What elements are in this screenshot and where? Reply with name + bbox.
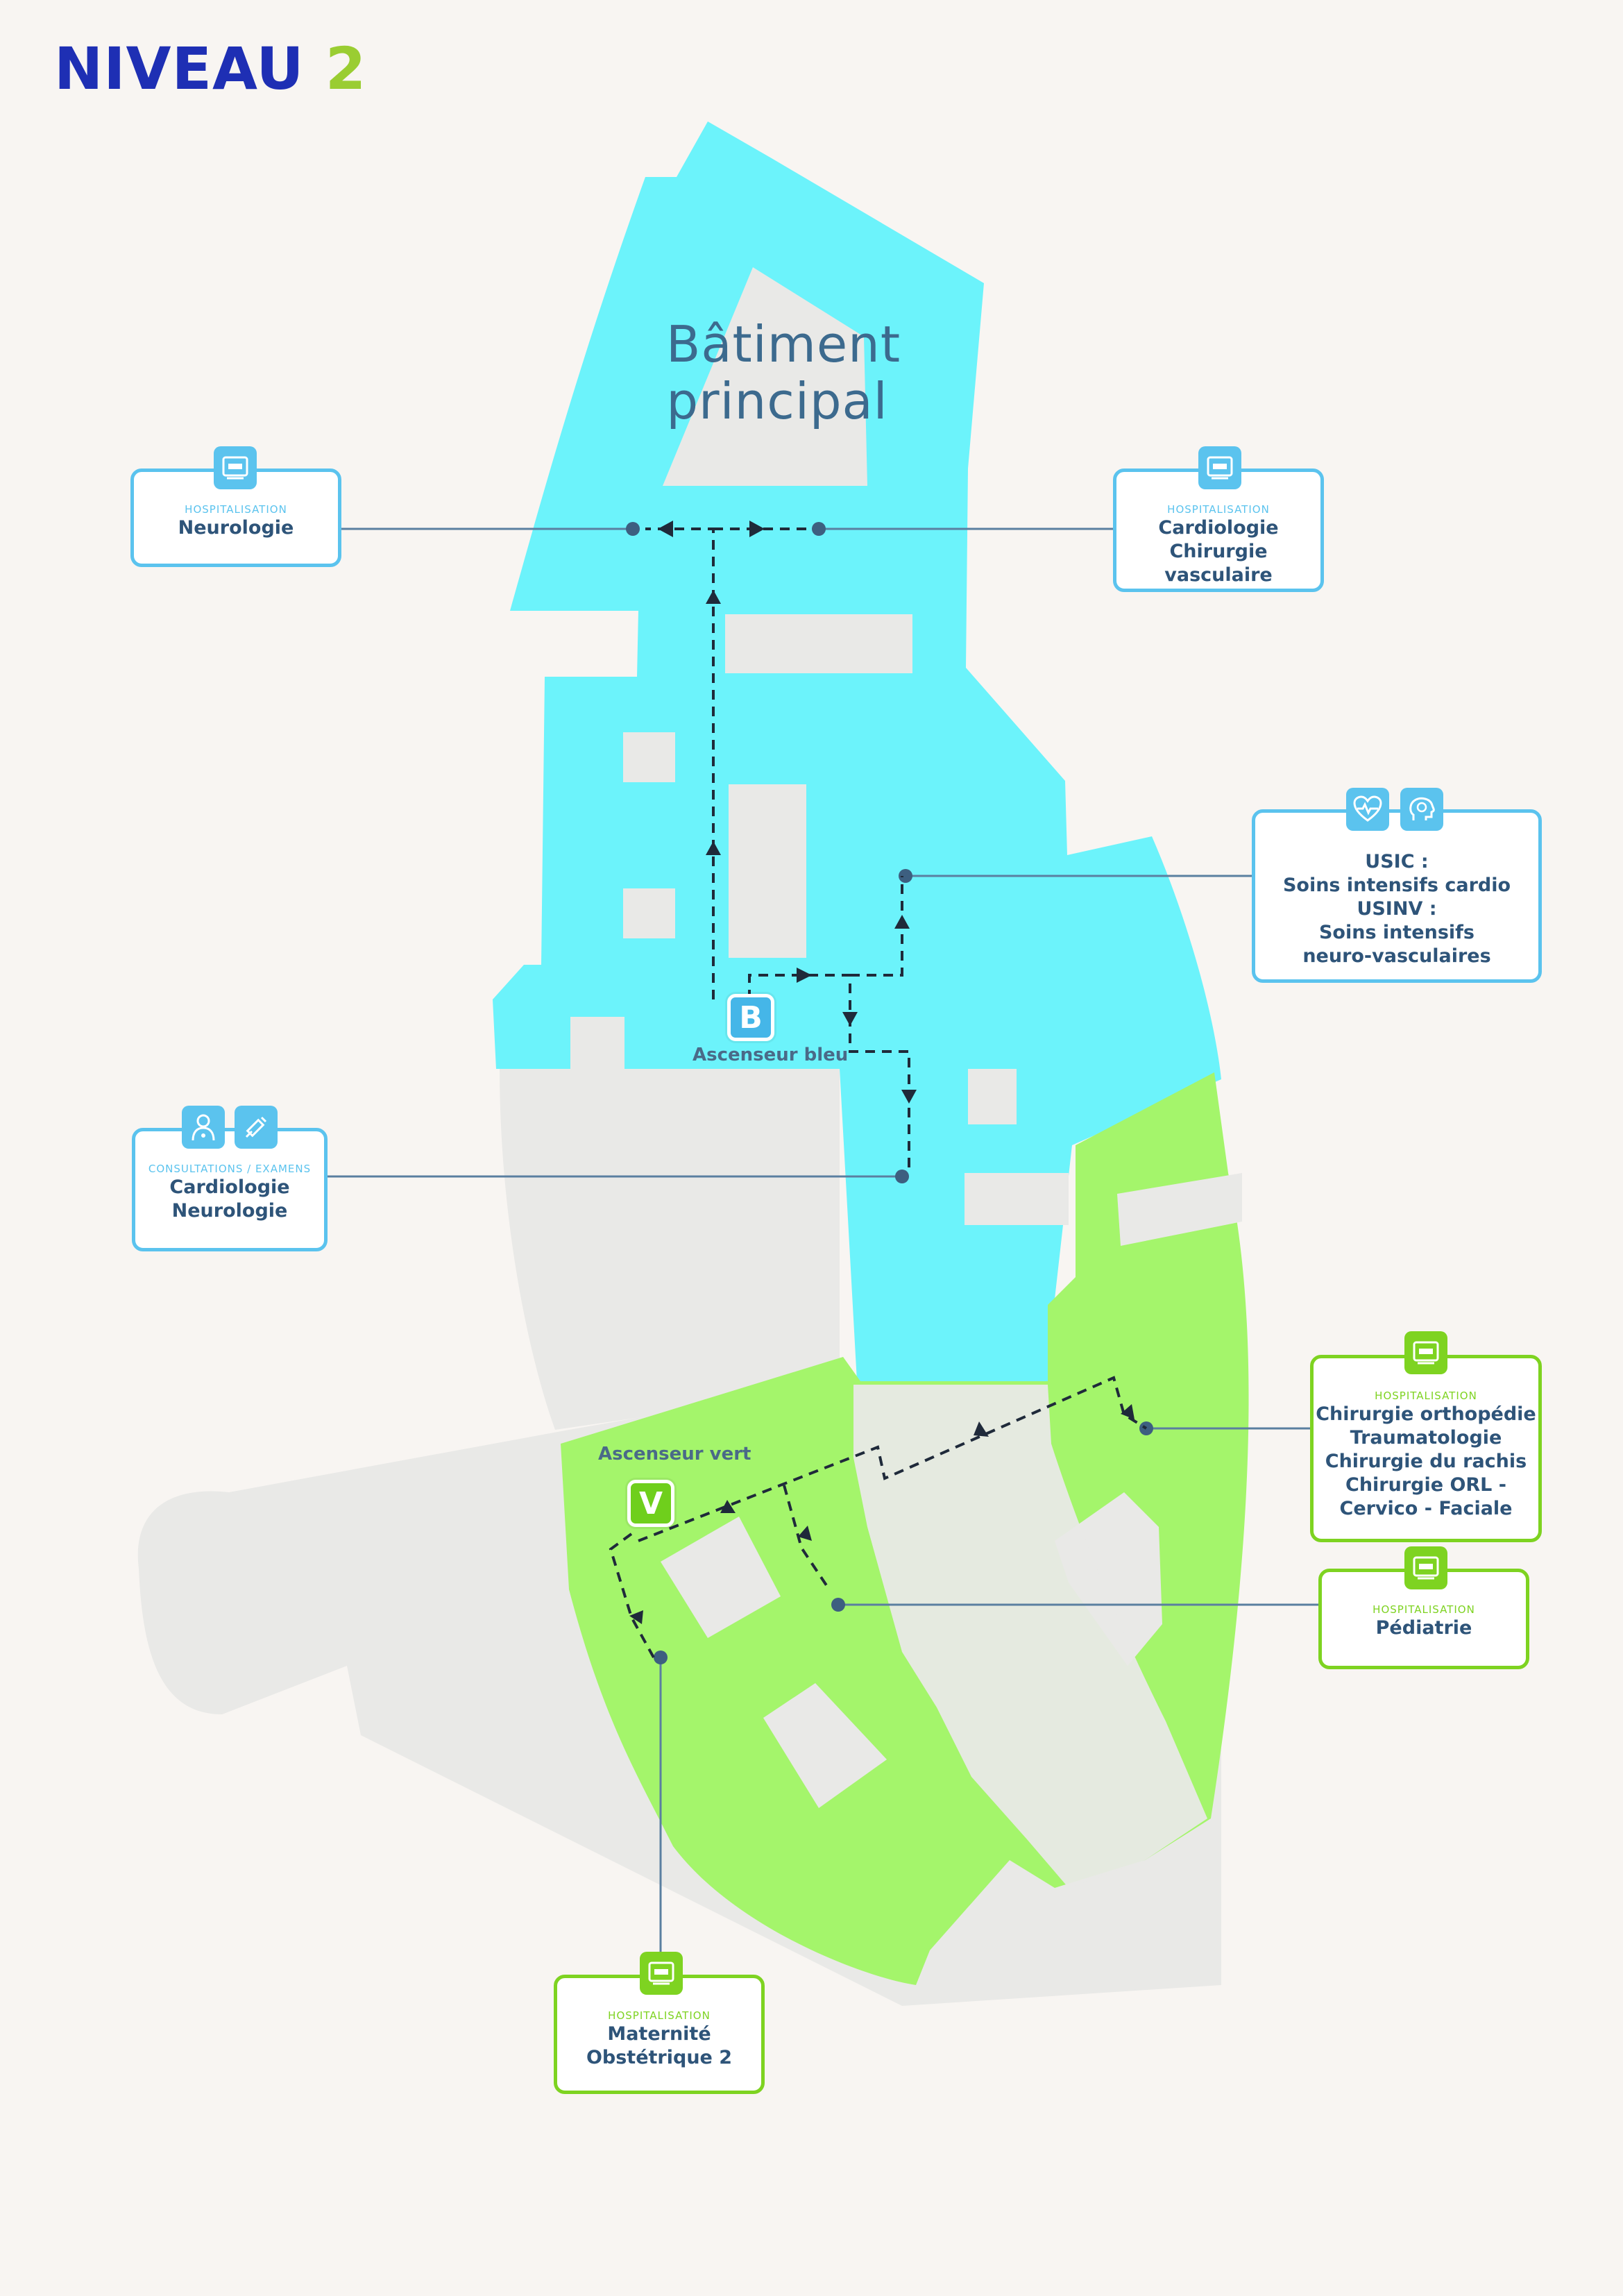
hospital-bed-icon <box>214 446 257 489</box>
card-line: Soins intensifs <box>1318 922 1475 943</box>
hospital-bed-icon <box>1198 446 1241 489</box>
card-line: Soins intensifs cardio <box>1282 875 1511 896</box>
green-elevator-label: Ascenseur vert <box>598 1444 751 1464</box>
card-line: Maternité <box>607 2023 711 2045</box>
blue-elevator-label: Ascenseur bleu <box>692 1045 849 1065</box>
heart-pulse-icon <box>1346 788 1389 831</box>
card-category: CONSULTATIONS / EXAMENS <box>148 1163 312 1175</box>
route-arrows <box>629 521 1135 1624</box>
card-line: Neurologie <box>178 517 294 539</box>
card-line: Chirurgie orthopédie <box>1316 1403 1536 1425</box>
leader-lines <box>328 527 1320 1952</box>
building-line-1: Bâtiment <box>666 315 901 373</box>
card-category: HOSPITALISATION <box>1373 1603 1475 1616</box>
blue-elevator-marker[interactable]: B <box>727 994 774 1041</box>
card-line: USINV : <box>1357 898 1437 920</box>
brain-icon <box>1400 788 1443 831</box>
syringe-icon <box>235 1106 278 1149</box>
card-line: neuro-vasculaires <box>1302 945 1491 967</box>
leader-dots <box>626 522 1153 1664</box>
hospital-bed-icon <box>1404 1331 1447 1374</box>
building-label: Bâtiment principal <box>666 315 901 430</box>
card-line: Cardiologie <box>1158 517 1279 539</box>
card-category: HOSPITALISATION <box>1167 503 1270 516</box>
title-word: NIVEAU <box>54 35 305 103</box>
hospital-bed-icon <box>640 1952 683 1995</box>
card-line: Obstétrique 2 <box>586 2047 733 2068</box>
card-consultations[interactable]: CONSULTATIONS / EXAMENS Cardiologie Neur… <box>132 1128 328 1251</box>
card-line: Cervico - Faciale <box>1339 1498 1513 1519</box>
card-line: Neurologie <box>171 1200 288 1222</box>
green-zone <box>561 1072 1249 1985</box>
blue-zone <box>493 121 1221 1381</box>
hospital-bed-icon <box>1404 1546 1447 1589</box>
card-line: Chirurgie vasculaire <box>1164 541 1273 586</box>
page-title: NIVEAU 2 <box>54 35 366 103</box>
card-line: USIC : <box>1365 851 1429 872</box>
card-category: HOSPITALISATION <box>1375 1390 1477 1402</box>
card-line: Chirurgie du rachis <box>1325 1451 1527 1472</box>
card-line: Traumatologie <box>1350 1427 1502 1449</box>
card-category: HOSPITALISATION <box>185 503 287 516</box>
card-line: Pédiatrie <box>1375 1617 1472 1639</box>
card-usic-usinv[interactable]: USIC : Soins intensifs cardio USINV : So… <box>1252 809 1542 983</box>
doctor-icon <box>182 1106 225 1149</box>
card-orthopedie[interactable]: HOSPITALISATION Chirurgie orthopédie Tra… <box>1310 1355 1542 1542</box>
card-line: Chirurgie ORL - <box>1345 1474 1506 1496</box>
building-line-2: principal <box>666 372 888 430</box>
card-category: HOSPITALISATION <box>608 2009 711 2022</box>
card-line: Cardiologie <box>169 1176 290 1198</box>
green-elevator-marker[interactable]: V <box>627 1480 674 1527</box>
title-number: 2 <box>325 35 367 103</box>
